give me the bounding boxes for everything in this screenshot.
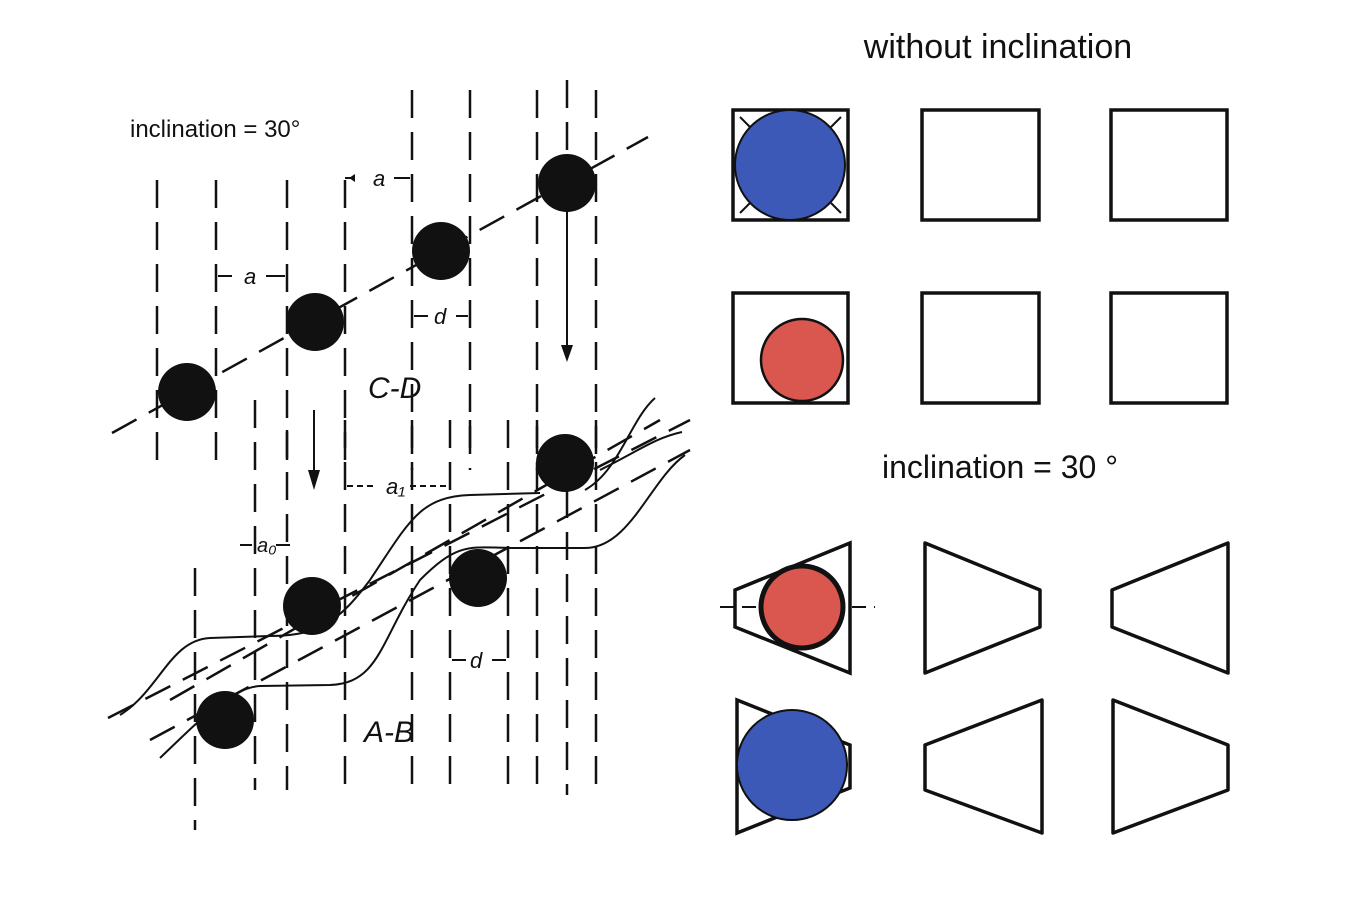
- square-grid: [731, 108, 1229, 405]
- ball: [449, 549, 507, 607]
- trapezoid-cell: [923, 698, 1044, 835]
- label-d-top: d: [434, 304, 447, 329]
- label-a0: a₀: [257, 535, 277, 557]
- cd-guide-lines: [111, 80, 649, 470]
- ball: [196, 691, 254, 749]
- ball: [538, 154, 596, 212]
- down-arrow-icon: [308, 212, 573, 490]
- label-section-ab: A-B: [362, 716, 414, 749]
- square-cell: [1109, 108, 1229, 222]
- ab-balls: [196, 434, 594, 749]
- trapezoid-cell: [923, 541, 1042, 675]
- label-a-left: a: [244, 264, 256, 289]
- ab-guide-lines: [193, 400, 598, 830]
- red-ball-trapezoid: [758, 563, 846, 651]
- left-diagram: inclination = 30°: [107, 80, 691, 830]
- ab-dimensions: [240, 485, 506, 661]
- trapezoid-cell: [1111, 698, 1230, 835]
- red-ball-square: [759, 317, 845, 403]
- cd-dimensions: [218, 174, 468, 317]
- square-cell: [920, 291, 1041, 405]
- ball: [283, 577, 341, 635]
- title-inclination-30: inclination = 30 °: [882, 449, 1118, 485]
- label-section-cd: C-D: [368, 372, 421, 405]
- ball: [158, 363, 216, 421]
- ball: [536, 434, 594, 492]
- ball: [412, 222, 470, 280]
- label-d-bottom: d: [470, 648, 483, 673]
- left-title: inclination = 30°: [130, 116, 300, 143]
- right-diagram: without inclination inclination = 30 °: [720, 28, 1230, 836]
- title-without-inclination: without inclination: [863, 28, 1132, 66]
- label-a1: a₁: [386, 474, 405, 499]
- cd-balls: [158, 154, 596, 421]
- blue-ball-trapezoid: [736, 709, 848, 821]
- blue-ball-square: [734, 109, 846, 221]
- ball: [286, 293, 344, 351]
- trapezoid-cell: [1110, 541, 1230, 675]
- trapezoid-grid: [720, 540, 1230, 836]
- square-cell: [920, 108, 1041, 222]
- label-a-top: a: [373, 166, 385, 191]
- square-cell: [1109, 291, 1229, 405]
